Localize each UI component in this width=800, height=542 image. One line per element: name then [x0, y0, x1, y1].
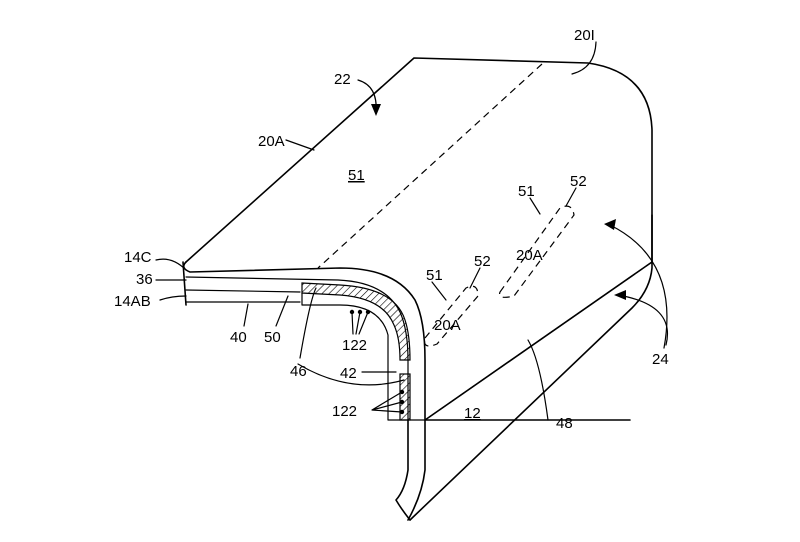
arrow-24b: [614, 290, 626, 300]
fold-line-top: [317, 63, 543, 269]
arrow-22: [371, 104, 381, 116]
label-20A-low: 20A: [434, 317, 461, 334]
top-surface-outline: [185, 57, 653, 263]
contact-dots-lower: [371, 389, 405, 415]
label-20A-top: 20A: [258, 133, 285, 150]
arrow-24a: [604, 219, 616, 230]
leader-50: [275, 295, 289, 327]
leader-46: [299, 287, 317, 359]
leader-48: [527, 339, 549, 421]
leader-20A: [285, 139, 315, 151]
leader-24: [609, 224, 668, 349]
label-52-low: 52: [474, 253, 491, 270]
label-51-top: 51: [348, 167, 365, 184]
leader-24b: [617, 294, 668, 346]
bottom-left-edge: [182, 261, 187, 306]
leader-40: [243, 303, 249, 327]
leader-52-low: [469, 267, 481, 289]
label-122-upper: 122: [342, 337, 367, 354]
flex-circuit-46: [301, 282, 411, 361]
label-36: 36: [136, 271, 153, 288]
leader-51-low: [431, 281, 447, 301]
label-40: 40: [230, 329, 247, 346]
layer-14AB: [185, 289, 301, 293]
leader-46b: [297, 363, 405, 386]
label-122-lower: 122: [332, 403, 357, 420]
label-46: 46: [290, 363, 307, 380]
label-20I: 20I: [574, 27, 595, 44]
housing-lower: [407, 419, 631, 521]
label-48: 48: [556, 415, 573, 432]
leader-14C: [155, 258, 187, 271]
label-51-mid: 51: [518, 183, 535, 200]
window-20A-mid: [498, 205, 575, 298]
label-14AB: 14AB: [114, 293, 151, 310]
label-52-mid: 52: [570, 173, 587, 190]
label-22: 22: [334, 71, 351, 88]
window-20A-low: [423, 285, 479, 347]
label-20A-mid: 20A: [516, 247, 543, 264]
inner-wall: [301, 292, 426, 421]
label-51-low: 51: [426, 267, 443, 284]
leader-20I: [571, 41, 597, 75]
label-12: 12: [464, 405, 481, 422]
leader-14AB: [159, 295, 187, 301]
leader-52-mid: [565, 187, 577, 207]
label-42: 42: [340, 365, 357, 382]
right-edge: [409, 214, 653, 521]
label-24: 24: [652, 351, 669, 368]
cut-line: [395, 419, 411, 521]
label-14C: 14C: [124, 249, 152, 266]
contact-dots-upper: [349, 309, 371, 335]
fold-line-right: [424, 261, 653, 421]
label-50: 50: [264, 329, 281, 346]
leader-51-mid: [529, 197, 541, 215]
